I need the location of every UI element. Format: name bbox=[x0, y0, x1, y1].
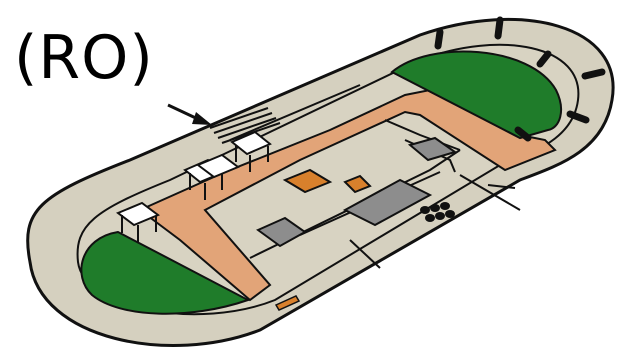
orange-blocks bbox=[282, 168, 372, 194]
tent bbox=[230, 130, 272, 172]
buildings bbox=[256, 136, 458, 248]
start-stripes bbox=[209, 107, 281, 144]
orange-block bbox=[343, 174, 372, 194]
building-large bbox=[342, 178, 433, 227]
dark-post bbox=[566, 110, 590, 124]
tent bbox=[116, 201, 160, 243]
pointer-arrow bbox=[167, 103, 212, 125]
orange-block bbox=[282, 168, 333, 194]
dark-post bbox=[581, 68, 606, 80]
dark-post bbox=[494, 16, 504, 40]
ro-label: (RO) bbox=[14, 23, 154, 93]
tire bbox=[440, 202, 450, 210]
bottom-marker bbox=[274, 295, 301, 311]
tire-stack bbox=[420, 202, 455, 222]
dark-post bbox=[434, 28, 444, 50]
dark-post bbox=[536, 50, 552, 68]
grass-right bbox=[390, 50, 563, 140]
tire bbox=[420, 206, 430, 214]
tents bbox=[116, 130, 272, 243]
tire bbox=[425, 214, 435, 222]
tire bbox=[445, 210, 455, 218]
building-small bbox=[256, 216, 307, 248]
building-top bbox=[407, 136, 458, 162]
grass-left bbox=[80, 230, 251, 315]
tire bbox=[435, 212, 445, 220]
dark-posts bbox=[434, 16, 606, 142]
tire bbox=[430, 204, 440, 212]
tent bbox=[196, 153, 240, 179]
road-strip bbox=[138, 88, 557, 302]
dark-post bbox=[514, 126, 532, 142]
